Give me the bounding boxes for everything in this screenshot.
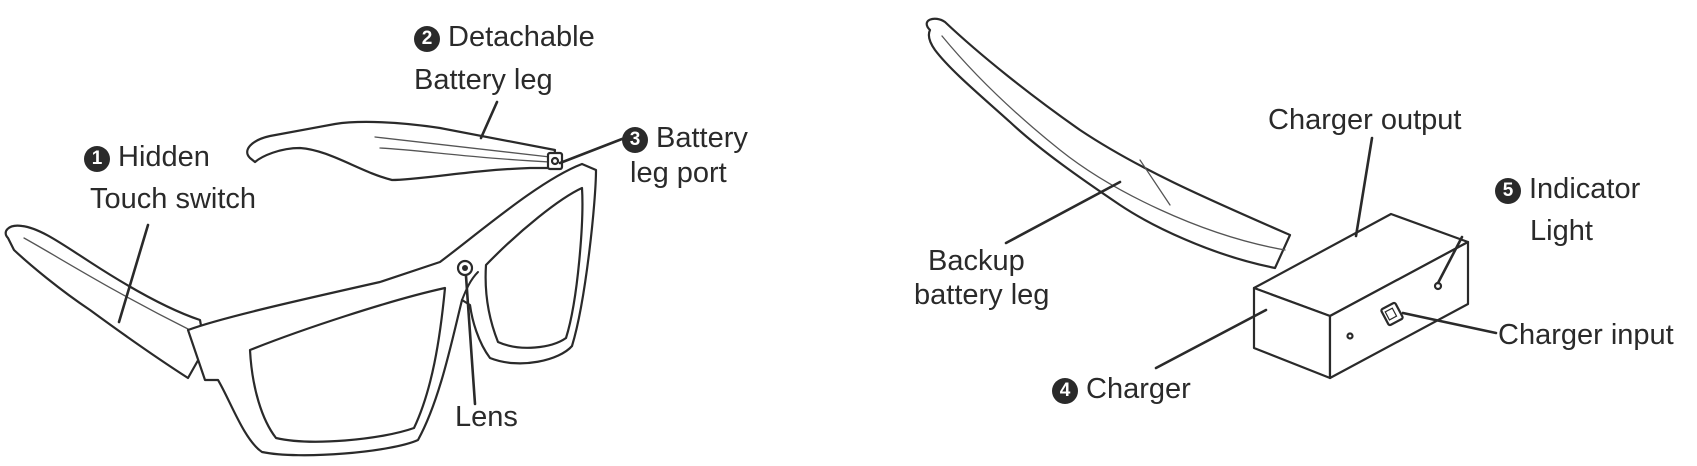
label-line: Detachable [448, 21, 595, 53]
label-charger: 4 Charger [1052, 372, 1191, 406]
backup-battery-leg [927, 19, 1290, 268]
label-touch-switch-line2: Touch switch [90, 182, 256, 216]
leader-battery-leg [481, 102, 497, 138]
label-indicator: 5 Indicator [1495, 172, 1640, 206]
number-badge: 5 [1495, 178, 1521, 204]
label-charger-input: Charger input [1498, 318, 1674, 352]
label-line: Charger [1086, 373, 1191, 405]
label-leg-port: 3 Battery [622, 121, 748, 155]
label-backup-leg-line2: battery leg [914, 278, 1049, 312]
leader-leg-port [560, 139, 622, 163]
leader-charger-output [1356, 138, 1372, 236]
label-line: Hidden [118, 141, 210, 173]
label-battery-leg-line2: Battery leg [414, 63, 553, 97]
leader-backup-leg [1006, 182, 1120, 243]
charger-illustration [927, 19, 1468, 378]
battery-leg-temple [247, 122, 555, 180]
label-touch-switch: 1 Hidden [84, 140, 210, 174]
label-lens: Lens [455, 400, 518, 434]
label-backup-leg-line1: Backup [928, 244, 1025, 278]
label-battery-leg: 2 Detachable [414, 20, 595, 54]
number-badge: 1 [84, 146, 110, 172]
label-indicator-line2: Light [1530, 214, 1593, 248]
number-badge: 3 [622, 127, 648, 153]
number-badge: 2 [414, 26, 440, 52]
touch-switch-temple [6, 226, 205, 378]
label-line: Indicator [1529, 173, 1640, 205]
label-leg-port-line2: leg port [630, 156, 727, 190]
leader-charger [1156, 310, 1266, 368]
label-charger-output: Charger output [1268, 103, 1461, 137]
label-line: Battery [656, 122, 748, 154]
number-badge: 4 [1052, 378, 1078, 404]
